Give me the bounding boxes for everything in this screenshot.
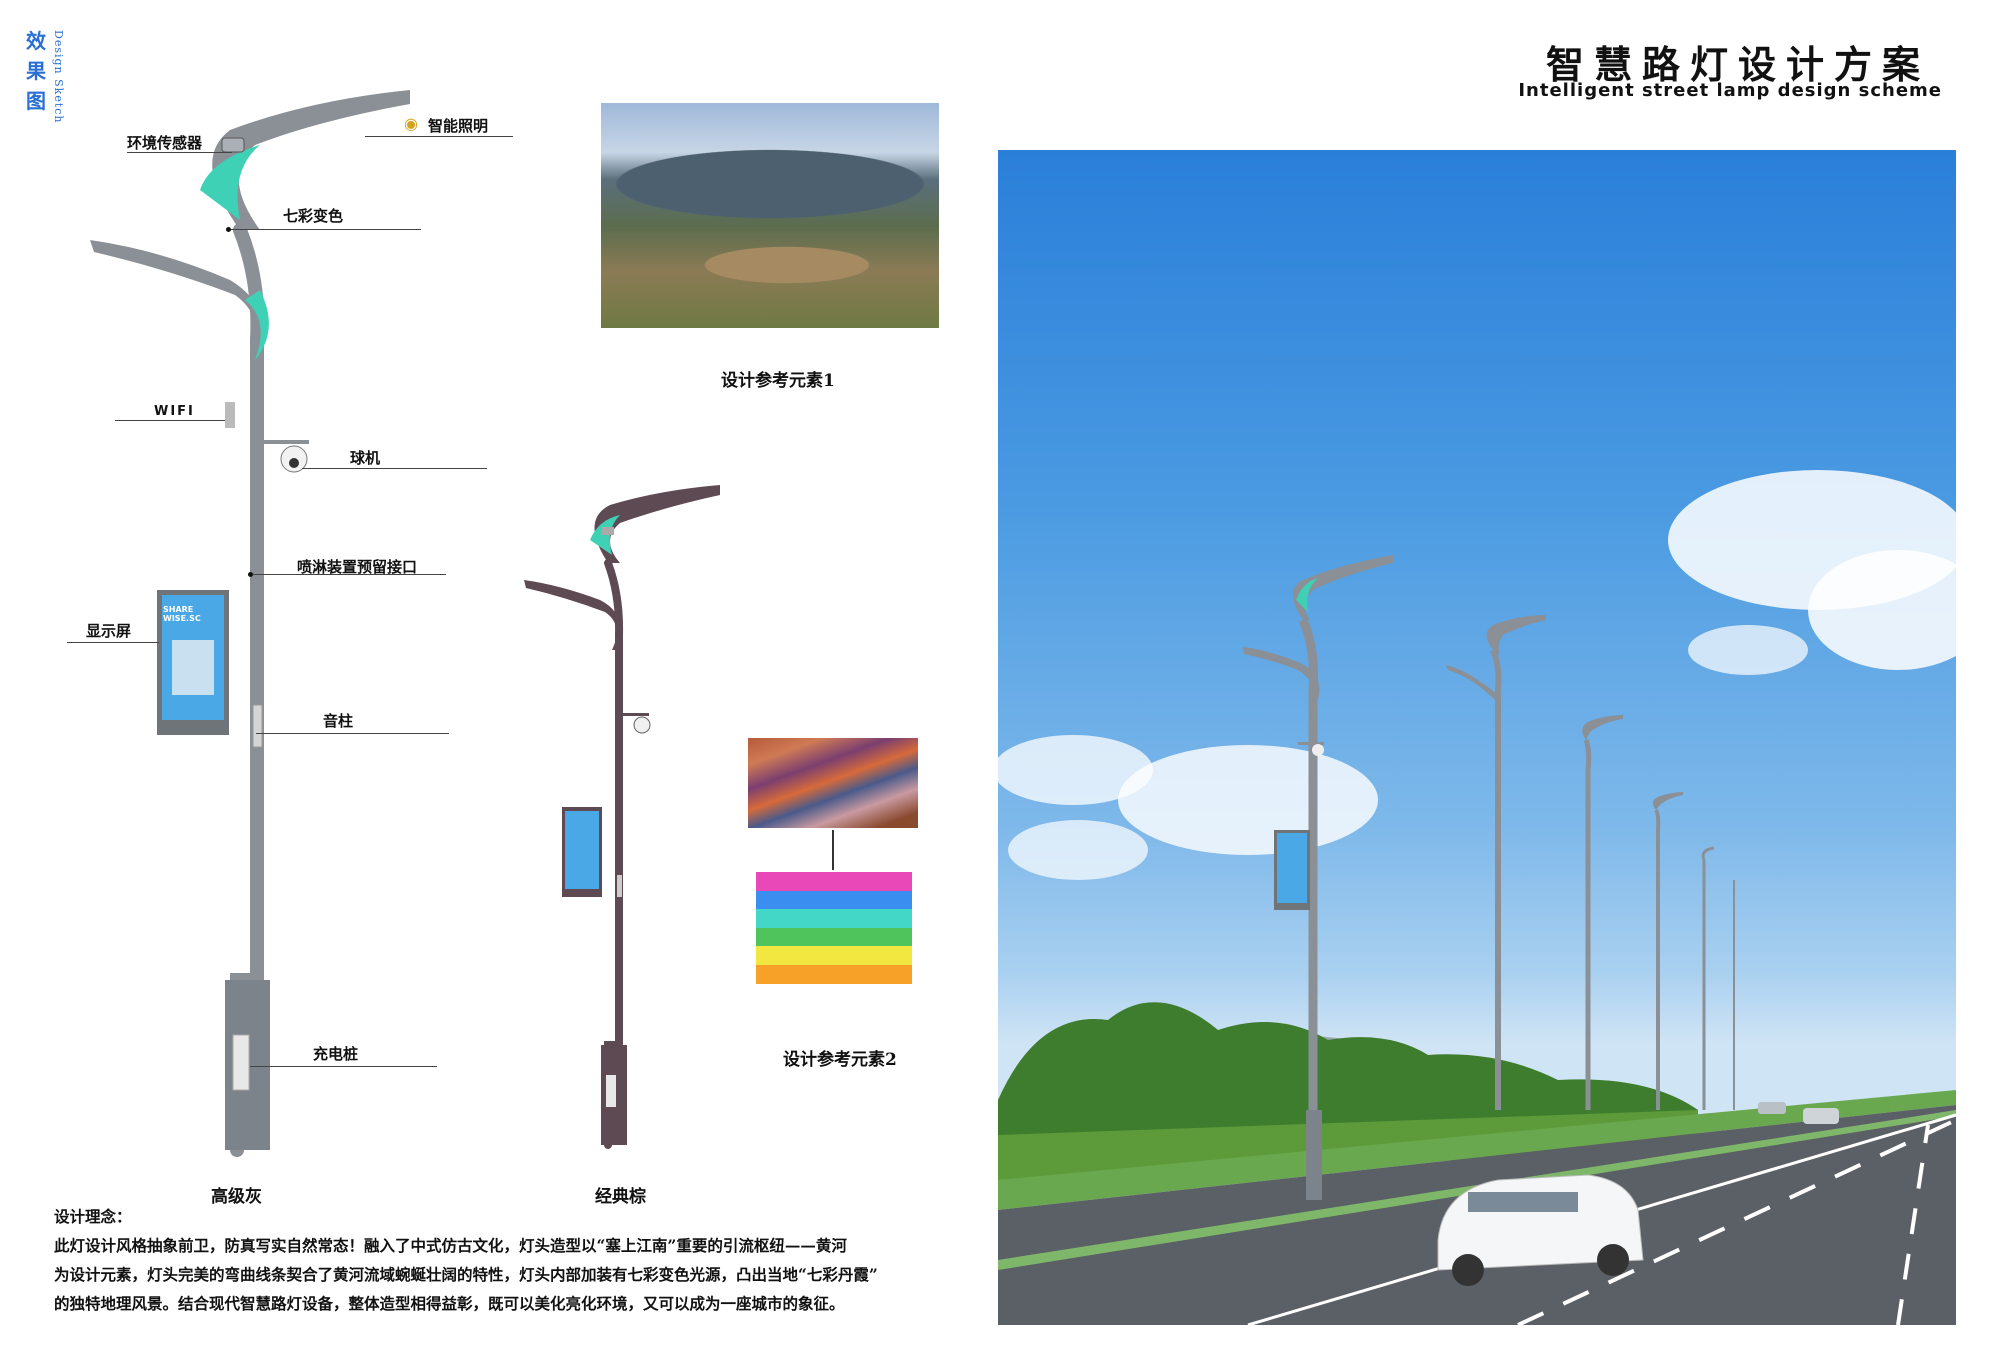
callout-smart-lighting: 智能照明 [428, 117, 489, 135]
swatch-band [756, 890, 912, 910]
swatch-band [756, 909, 912, 928]
callout-charging: 充电桩 [313, 1045, 359, 1063]
street-scene-graphics [998, 470, 1956, 1325]
design-concept-line: 为设计元素，灯头完美的弯曲线条契合了黄河流域蜿蜒壮阔的特性，灯头内部加装有七彩变… [54, 1265, 878, 1284]
leader-dome-camera [302, 468, 487, 469]
connector-line [832, 830, 834, 870]
variant-gray-label: 高级灰 [211, 1187, 262, 1207]
page-title: 智慧路灯设计方案 [1545, 43, 1930, 87]
callout-colorful: 七彩变色 [283, 207, 344, 225]
reference-image-2-danxia [748, 738, 918, 828]
display-screen-text: SHARE WISE.SC [163, 605, 201, 623]
design-concept-line: 的独特地理风景。结合现代智慧路灯设备，整体造型相得益彰，既可以美化亮化环境，又可… [54, 1294, 845, 1313]
leader-wifi [115, 420, 225, 421]
callout-env-sensor: 环境传感器 [127, 134, 203, 152]
page-subtitle: Intelligent street lamp design scheme [1518, 80, 1942, 101]
color-swatch [756, 872, 912, 984]
leader-smart-lighting [365, 136, 513, 137]
street-scene-render [998, 150, 1956, 1325]
leader-env-sensor [127, 152, 232, 153]
reference-2-caption: 设计参考元素2 [783, 1050, 897, 1070]
callout-dome-camera: 球机 [350, 449, 381, 467]
leader-charging [250, 1066, 437, 1067]
leader-display [67, 642, 159, 643]
corner-label: 效果图 [26, 29, 46, 113]
callout-spray-port: 喷淋装置预留接口 [297, 558, 418, 576]
reference-1-caption: 设计参考元素1 [721, 371, 835, 391]
design-concept: 设计理念： 此灯设计风格抽象前卫，防真写实自然常态！融入了中式仿古文化，灯头造型… [54, 1202, 1014, 1318]
callout-speaker: 音柱 [323, 712, 354, 730]
marker-colorful [226, 227, 231, 232]
swatch-band [756, 927, 912, 947]
design-concept-heading: 设计理念： [54, 1207, 132, 1226]
corner-sublabel: Design Sketch [52, 30, 65, 124]
swatch-band [756, 946, 912, 965]
swatch-band [756, 872, 912, 891]
lamp-brown-illustration [524, 485, 720, 1149]
lamp-gray-illustration [90, 90, 410, 1157]
swatch-band [756, 964, 912, 984]
callout-display: 显示屏 [86, 622, 132, 640]
variant-brown-label: 经典棕 [595, 1187, 646, 1207]
design-concept-line: 此灯设计风格抽象前卫，防真写实自然常态！融入了中式仿古文化，灯头造型以“塞上江南… [54, 1236, 847, 1255]
leader-colorful [228, 229, 421, 230]
callout-wifi: WIFI [154, 404, 195, 419]
leader-speaker [256, 733, 449, 734]
marker-spray-port [248, 572, 253, 577]
reference-image-1-yellow-river [601, 103, 939, 328]
bulb-icon: ◉ [404, 114, 418, 133]
leader-spray-port [250, 574, 446, 575]
